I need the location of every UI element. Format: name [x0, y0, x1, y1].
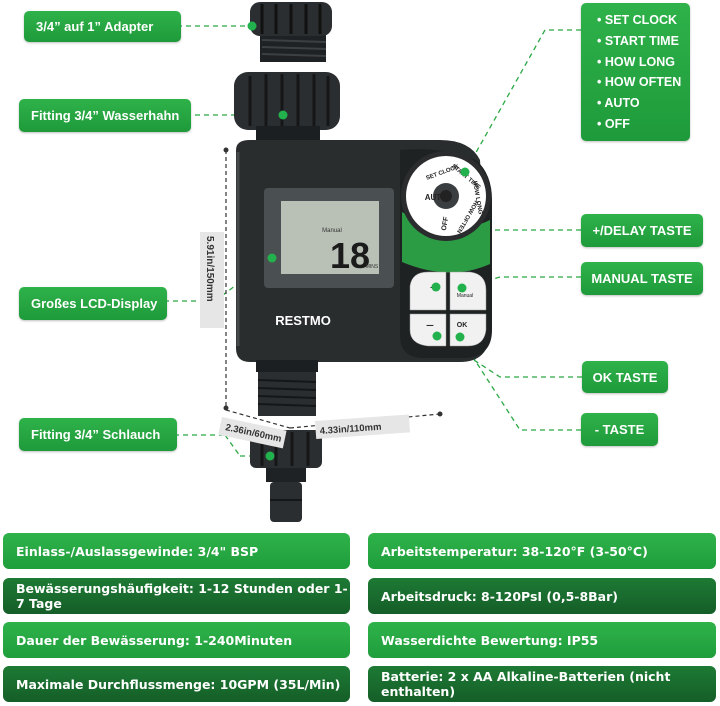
spec-inlet: Einlass-/Auslassgewinde: 3/4" BSP [3, 533, 350, 569]
callout-fitting-hose: Fitting 3/4” Schlauch [19, 418, 177, 451]
spec-duration: Dauer der Bewässerung: 1-240Minuten [3, 622, 350, 658]
marker-dot [457, 283, 467, 293]
lcd-unit: MINS [366, 264, 379, 270]
spec-rating: Wasserdichte Bewertung: IP55 [368, 622, 716, 658]
spec-flow: Maximale Durchflussmenge: 10GPM (35L/Min… [3, 666, 350, 702]
callout-minus-text: - TASTE [594, 422, 645, 437]
brand-logo: RESTMO [275, 313, 331, 328]
marker-dot [431, 282, 441, 292]
plus-button [409, 271, 447, 311]
spec-temperature: Arbeitstemperatur: 38-120°F (3-50°C) [368, 533, 716, 569]
lcd-label: Manual [322, 228, 342, 234]
spec-temperature-text: Arbeitstemperatur: 38-120°F (3-50°C) [381, 543, 648, 559]
callout-plus-delay: +/DELAY TASTE [581, 214, 703, 247]
height-label: 5.91in/150mm [204, 236, 215, 302]
marker-dot [460, 167, 470, 177]
callout-manual-text: MANUAL TASTE [591, 271, 693, 286]
spec-rating-text: Wasserdichte Bewertung: IP55 [381, 632, 599, 648]
ok-button [449, 313, 487, 347]
mode-item: HOW LONG [597, 52, 690, 73]
mode-item: START TIME [597, 31, 690, 52]
dial-off: OFF [441, 216, 450, 232]
callout-lcd-text: Großes LCD-Display [31, 296, 158, 311]
callout-fitting-tap: Fitting 3/4” Wasserhahn [19, 99, 191, 132]
top-adapter-icon [250, 2, 332, 62]
tap-fitting-icon [234, 72, 340, 144]
callout-lcd: Großes LCD-Display [19, 287, 167, 320]
minus-label: − [426, 317, 434, 333]
marker-dot [455, 332, 465, 342]
spec-frequency-text: Bewässerungshäufigkeit: 1-12 Stunden ode… [16, 581, 348, 611]
spec-battery: Batterie: 2 x AA Alkaline-Batterien (nic… [368, 666, 716, 702]
dial-how-long: HOW LONG [471, 181, 483, 216]
spec-duration-text: Dauer der Bewässerung: 1-240Minuten [16, 632, 293, 648]
callout-fitting-tap-text: Fitting 3/4” Wasserhahn [31, 108, 180, 123]
dial-auto: AUTO [425, 193, 448, 202]
callout-adapter-text: 3/4” auf 1” Adapter [36, 19, 154, 34]
mode-item: HOW OFTEN [597, 72, 690, 93]
callout-ok-text: OK TASTE [592, 369, 658, 385]
ok-label: OK [457, 322, 468, 329]
marker-dot [278, 110, 288, 120]
marker-dot [247, 21, 257, 31]
callout-plus-delay-text: +/DELAY TASTE [592, 223, 692, 238]
callout-minus: - TASTE [581, 413, 658, 446]
callout-manual: MANUAL TASTE [581, 262, 703, 295]
lcd-digits: 18 [330, 235, 370, 276]
spec-battery-text: Batterie: 2 x AA Alkaline-Batterien (nic… [381, 669, 671, 699]
timer-illustration: Manual 18 MINS RESTMO AUTO SET CLOCK STA… [155, 2, 582, 522]
mode-list-box: SET CLOCK START TIME HOW LONG HOW OFTEN … [581, 3, 690, 141]
manual-label: Manual [457, 293, 473, 299]
callout-ok: OK TASTE [582, 361, 668, 393]
callout-adapter: 3/4” auf 1” Adapter [24, 11, 181, 42]
dimension-height: 5.91in/150mm [200, 147, 229, 411]
mode-item: OFF [597, 114, 690, 135]
lcd-screen [281, 201, 379, 274]
marker-dot [267, 253, 277, 263]
spec-inlet-text: Einlass-/Auslassgewinde: 3/4" BSP [16, 543, 259, 559]
spec-flow-text: Maximale Durchflussmenge: 10GPM (35L/Min… [16, 676, 341, 692]
manual-button [449, 271, 487, 311]
timer-body: Manual 18 MINS RESTMO AUTO SET CLOCK STA… [236, 140, 492, 362]
callout-fitting-hose-text: Fitting 3/4” Schlauch [31, 427, 161, 442]
mode-item: AUTO [597, 93, 690, 114]
spec-pressure-text: Arbeitsdruck: 8-120PsI (0,5-8Bar) [381, 588, 618, 604]
marker-dot [432, 331, 442, 341]
spec-frequency: Bewässerungshäufigkeit: 1-12 Stunden ode… [3, 578, 350, 614]
mode-item: SET CLOCK [597, 10, 690, 31]
spec-pressure: Arbeitsdruck: 8-120PsI (0,5-8Bar) [368, 578, 716, 614]
width-label: 4.33in/110mm [319, 422, 381, 437]
marker-dot [265, 451, 275, 461]
